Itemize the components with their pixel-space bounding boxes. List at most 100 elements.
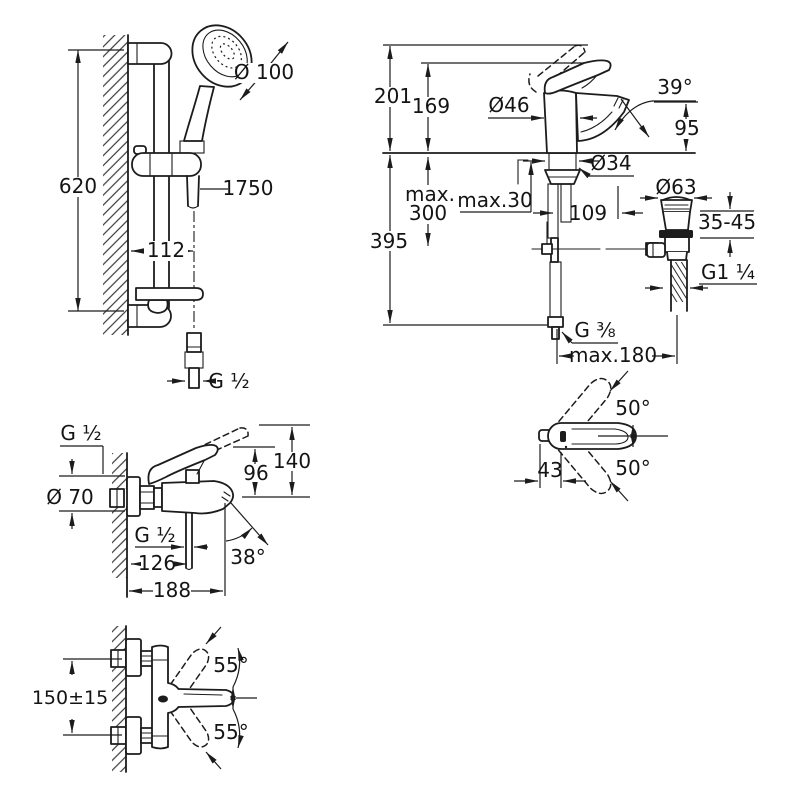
dim-install-depth: 395: [370, 155, 408, 323]
rail-top-bracket: [127, 42, 173, 65]
dim-label: G ¹⁄₂: [60, 421, 101, 445]
dim-hose-length: 1750: [200, 176, 273, 200]
dim-label: 112: [147, 238, 185, 262]
dim-label: 109: [569, 201, 607, 225]
dim-max-depth: max. 300: [405, 157, 455, 246]
dim-label: Ø 70: [46, 485, 94, 509]
dim-label-swing-down: 55°: [213, 720, 248, 744]
dim-label: 38°: [230, 545, 265, 569]
spout: [575, 92, 630, 142]
wall-connection: [109, 476, 163, 517]
dim-inlet-thread: G ¹⁄₂: [60, 421, 104, 474]
flex-hose-1: [547, 183, 559, 239]
dim-height-closed: 169: [412, 64, 450, 151]
swing-indicators: [609, 370, 636, 502]
flex-hose-3: [549, 261, 562, 318]
view-bath-mixer: G ¹⁄₂ Ø 70 96 140 G ¹⁄₂: [46, 421, 311, 602]
dim-label-swing-down: 50°: [615, 456, 650, 480]
dim-label: 140: [273, 449, 311, 473]
shower-hose: [184, 175, 204, 389]
faucet-body: [528, 44, 630, 154]
lever-badge: [158, 695, 168, 703]
threaded-shank: [548, 152, 577, 171]
dim-height-raised: 201: [374, 46, 412, 151]
escutcheon: [126, 476, 141, 517]
dim-label: 395: [370, 229, 408, 253]
dim-rail-height: 620: [57, 49, 124, 312]
dim-label: Ø 100: [234, 60, 294, 84]
escutcheon-bottom: [125, 716, 142, 755]
dim-label: 620: [59, 174, 97, 198]
dim-label: Ø63: [655, 175, 696, 199]
dim-outlet-thread: G ¹⁄₂: [134, 523, 208, 550]
dim-label-swing-up: 50°: [615, 396, 650, 420]
dim-hose-reach: max.180: [556, 315, 678, 367]
flex-hose-2: [560, 183, 572, 223]
dim-rod-offset: 109: [533, 186, 643, 225]
dim-label: 300: [409, 201, 447, 225]
dim-spout-height: 95: [654, 101, 701, 151]
swing-indicators: [205, 626, 244, 770]
pop-up-waste: [646, 196, 693, 312]
dim-label: 1750: [223, 176, 274, 200]
wall-hatch: [103, 34, 129, 336]
soap-dish: [135, 287, 204, 314]
mixer-front: [151, 644, 257, 750]
seal-ring: [659, 230, 693, 238]
dim-waste-flange-diameter: Ø63: [640, 175, 712, 201]
dim-label: 35-45: [698, 210, 756, 234]
dim-inlet-distance: 150±15: [32, 658, 122, 736]
lever-top-view: [538, 422, 668, 450]
dim-label: G ¹⁄₂: [134, 523, 175, 547]
dim-hose-thread: G ¹⁄₂: [167, 369, 250, 393]
view-wall-mounting: 55° 55° 150±15: [32, 625, 257, 773]
dim-label: 126: [138, 551, 176, 575]
dim-spout-angle: 38°: [224, 502, 269, 596]
lever-badge: [560, 431, 566, 442]
lever-raised-dashed: [528, 73, 537, 93]
escutcheon-top: [125, 638, 142, 677]
lever: [147, 443, 219, 485]
lever: [543, 59, 612, 95]
dim-label: 201: [374, 84, 412, 108]
dim-label: 188: [153, 578, 191, 602]
dim-label-swing-up: 55°: [213, 653, 248, 677]
dim-flange-height-range: 35-45: [698, 192, 756, 257]
dim-lever-offset: 43: [514, 444, 586, 488]
dim-wall-to-hose: 112: [131, 238, 193, 262]
spray-face-dots: [211, 35, 242, 69]
dim-label: 96: [243, 461, 268, 485]
view-basin-mixer: 201 169 395 max. 300 max.30 Ø46: [370, 44, 757, 367]
dim-label: G1 ¹⁄₄: [701, 260, 755, 284]
dim-label: max.180: [569, 343, 657, 367]
view-lever-detail: 50° 50° 43: [514, 370, 668, 502]
dim-label: 150±15: [32, 687, 108, 709]
dim-outlet-offset: 126: [131, 551, 187, 575]
waste-thread: [671, 262, 687, 302]
dim-label: 43: [537, 458, 562, 482]
dim-label: G ¹⁄₂: [208, 369, 249, 393]
dim-spout-angle: 39°: [614, 75, 696, 138]
dim-label: Ø46: [488, 93, 529, 117]
wall-hatch: [112, 625, 127, 773]
dim-label: max.30: [457, 188, 532, 212]
dim-height-raised: 140: [242, 424, 311, 498]
dim-label: 39°: [657, 75, 692, 99]
dim-lever-height: 96: [233, 446, 275, 495]
dim-head-diameter: Ø 100: [234, 41, 294, 101]
wall-hatch: [112, 452, 128, 598]
dim-label: max.: [405, 182, 455, 206]
slide-rail: [127, 42, 173, 328]
union-nut: [139, 485, 155, 510]
lever-front: [177, 688, 235, 708]
glide-holder: [131, 145, 202, 177]
dim-projection: 188: [129, 578, 223, 602]
dim-shank-diameter: Ø34: [523, 151, 634, 179]
dim-deck-thickness: max.30: [457, 162, 534, 213]
dim-supply-thread: G ³⁄₈: [561, 318, 618, 344]
mixer-body: [147, 427, 249, 571]
dim-label: 95: [674, 116, 699, 140]
dim-label: 169: [412, 94, 450, 118]
